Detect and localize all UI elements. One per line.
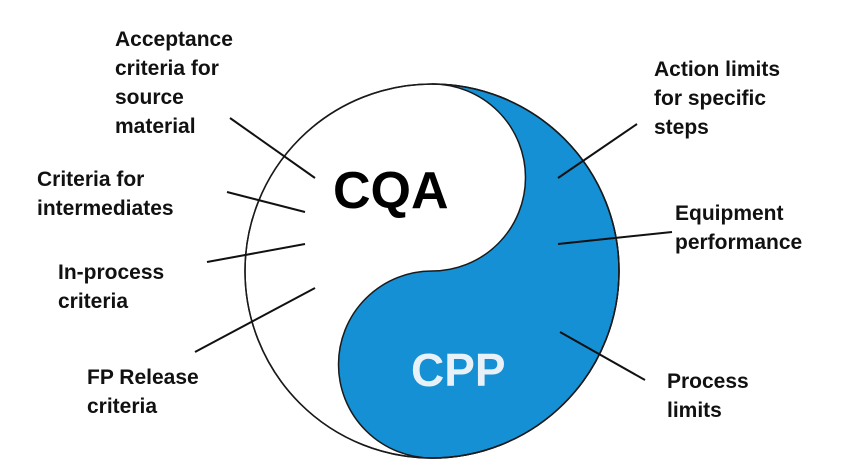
label-in-process-criteria: In-process criteria — [58, 258, 164, 316]
connector-fp-release-criteria — [194, 287, 316, 353]
label-process-limits: Process limits — [667, 367, 749, 425]
label-line: Action limits — [654, 58, 781, 81]
outer-circle-outline — [244, 83, 620, 459]
label-line: Equipment — [675, 202, 784, 225]
label-line: criteria for — [115, 57, 219, 80]
connector-action-limits — [557, 123, 638, 179]
label-criteria-intermediates: Criteria for intermediates — [37, 165, 174, 223]
label-line: criteria — [58, 290, 129, 313]
label-acceptance-criteria: Acceptance criteria for source material — [115, 25, 233, 141]
cpp-label: CPP — [411, 344, 506, 396]
label-line: material — [115, 115, 196, 138]
label-line: for specific — [654, 87, 767, 110]
label-equipment-performance: Equipment performance — [675, 199, 802, 257]
connector-criteria-intermediates — [226, 191, 306, 213]
label-action-limits: Action limits for specific steps — [654, 55, 780, 142]
label-fp-release-criteria: FP Release criteria — [87, 363, 199, 421]
label-line: performance — [675, 231, 803, 254]
label-line: limits — [667, 399, 722, 422]
connector-equipment-performance — [557, 231, 673, 245]
label-line: steps — [654, 116, 709, 139]
cqa-label: CQA — [333, 162, 449, 220]
label-line: intermediates — [37, 197, 174, 220]
label-line: Acceptance — [115, 28, 233, 51]
label-line: Process — [667, 370, 749, 393]
connector-process-limits — [559, 331, 646, 381]
label-line: source — [115, 86, 184, 109]
label-line: criteria — [87, 395, 158, 418]
label-line: Criteria for — [37, 168, 145, 191]
label-line: FP Release — [87, 366, 199, 389]
connector-acceptance-criteria — [229, 117, 316, 179]
label-line: In-process — [58, 261, 165, 284]
connector-in-process-criteria — [206, 243, 306, 263]
